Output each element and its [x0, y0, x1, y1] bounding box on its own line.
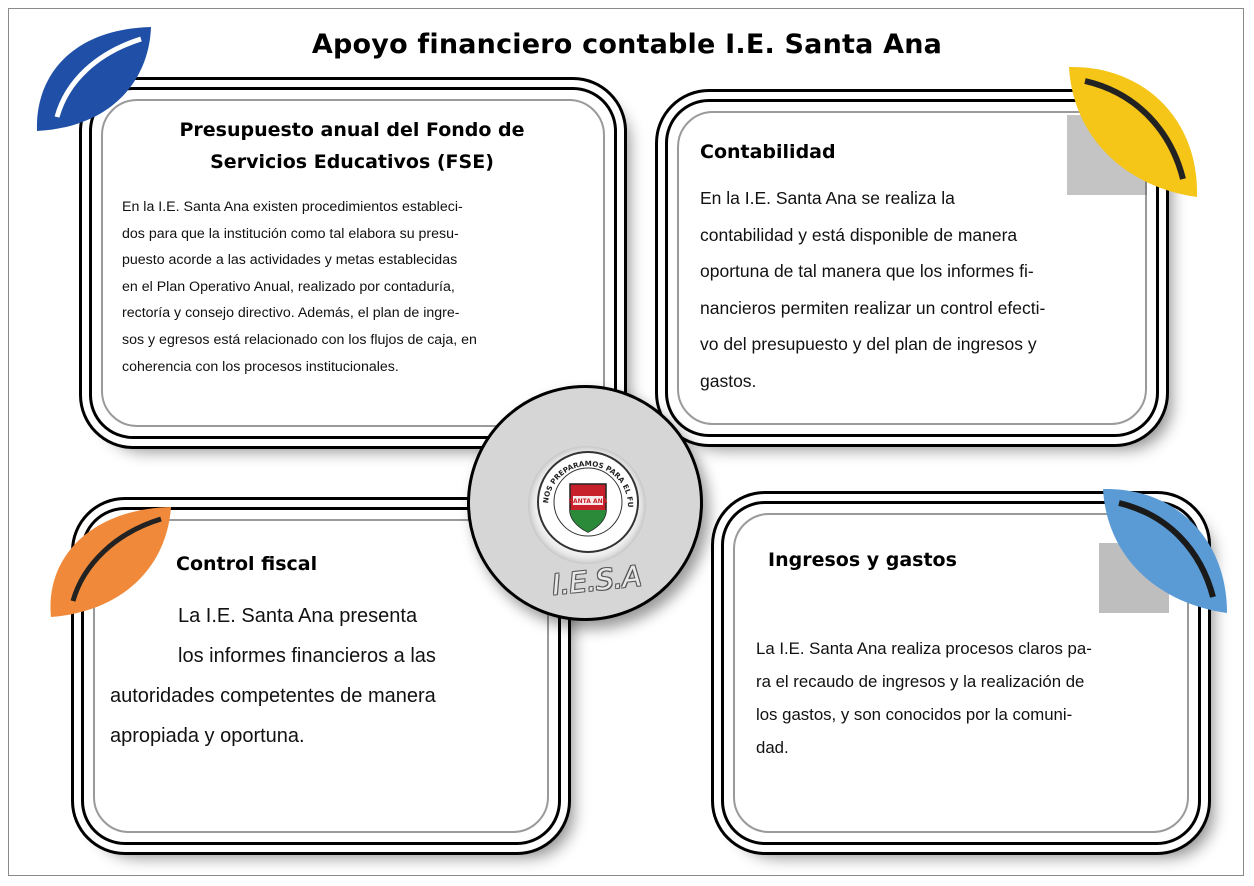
- text-line: sos y egresos está relacionado con los f…: [122, 331, 477, 348]
- card-control-fiscal: Control fiscal La I.E. Santa Ana present…: [81, 507, 561, 845]
- text-line: los gastos, y son conocidos por la comun…: [756, 705, 1073, 724]
- school-seal: NOS PREPARAMOS PARA EL FUTURO SANTA ANA …: [467, 385, 703, 621]
- text-line: apropiada y oportuna.: [110, 725, 305, 747]
- text-line: nancieros permiten realizar un control e…: [700, 297, 1046, 318]
- text-line: autoridades competentes de manera: [110, 685, 436, 707]
- leaf-orange-icon: [50, 507, 171, 617]
- card-fse: Presupuesto anual del Fondo de Servicios…: [89, 87, 617, 439]
- text-line: en el Plan Operativo Anual, realizado po…: [122, 278, 455, 295]
- svg-text:SANTA ANA: SANTA ANA: [569, 498, 608, 505]
- page-title: Apoyo financiero contable I.E. Santa Ana: [311, 29, 943, 60]
- text-line: los informes financieros a las: [178, 645, 436, 667]
- text-line: puesto acorde a las actividades y metas …: [122, 252, 458, 269]
- text-line: coherencia con los procesos instituciona…: [122, 358, 399, 375]
- card-ingresos-title: Ingresos y gastos: [768, 549, 957, 571]
- school-crest-icon: NOS PREPARAMOS PARA EL FUTURO SANTA ANA: [534, 448, 639, 553]
- text-line: ra el recaudo de ingresos y la realizaci…: [756, 672, 1085, 691]
- text-line: dad.: [756, 738, 789, 757]
- text-line: contabilidad y está disponible de manera: [700, 224, 1018, 245]
- text-line: dos para que la institución como tal ela…: [122, 225, 459, 242]
- card-control-title: Control fiscal: [176, 553, 318, 575]
- card-contabilidad-body: En la I.E. Santa Ana se realiza la conta…: [700, 180, 1045, 399]
- card-contabilidad-title: Contabilidad: [700, 141, 836, 163]
- card-contabilidad: Contabilidad En la I.E. Santa Ana se rea…: [665, 99, 1159, 437]
- text-line: oportuna de tal manera que los informes …: [700, 261, 1034, 281]
- card-control-body: La I.E. Santa Ana presenta los informes …: [110, 596, 436, 756]
- text-line: La I.E. Santa Ana realiza procesos claro…: [756, 639, 1092, 658]
- seal-label: I.E.S.A: [550, 559, 644, 602]
- leaf-blue-light-icon: [1099, 488, 1227, 613]
- card-ingresos-body: La I.E. Santa Ana realiza procesos claro…: [756, 632, 1092, 764]
- text-line: La I.E. Santa Ana presenta: [178, 605, 418, 627]
- text-line: gastos.: [700, 370, 757, 391]
- poster-frame: Apoyo financiero contable I.E. Santa Ana…: [8, 8, 1244, 876]
- card-fse-body: En la I.E. Santa Ana existen procedimien…: [122, 194, 477, 380]
- leaf-yellow-icon: [1067, 66, 1198, 197]
- card-fse-title: Presupuesto anual del Fondo de Servicios…: [179, 119, 525, 173]
- text-line: vo del presupuesto y del plan de ingreso…: [700, 334, 1037, 354]
- text-line: En la I.E. Santa Ana existen procedimien…: [122, 199, 463, 215]
- leaf-blue-dark-icon: [36, 27, 151, 131]
- text-line: En la I.E. Santa Ana se realiza la: [700, 188, 955, 208]
- text-line: rectoría y consejo directivo. Además, el…: [122, 305, 460, 322]
- card-ingresos-gastos: Ingresos y gastos La I.E. Santa Ana real…: [721, 501, 1201, 845]
